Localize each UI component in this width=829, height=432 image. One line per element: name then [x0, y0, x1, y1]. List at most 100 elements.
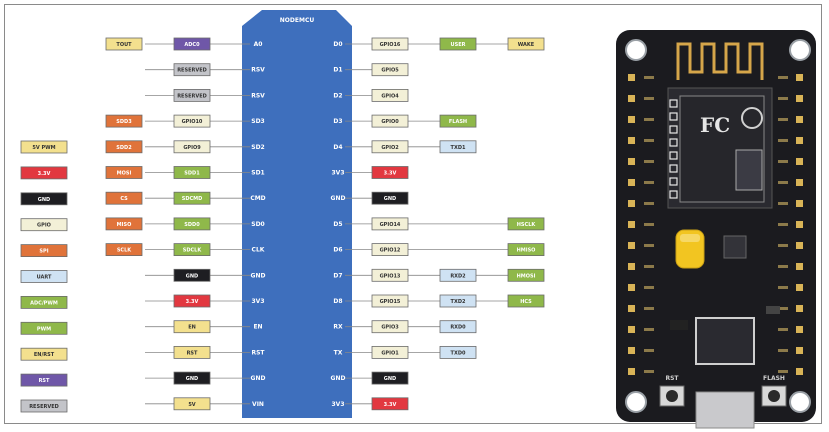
left-pin-tag: GPIO9	[174, 141, 210, 153]
right-pin-tag: RXD2	[440, 269, 476, 281]
header-pin	[796, 326, 803, 333]
pin-label-trace	[644, 202, 654, 205]
header-pin	[628, 158, 635, 165]
left-pin-name: CLK	[252, 247, 265, 254]
right-pin-tag: GPIO2	[372, 141, 408, 153]
right-pin-tag-label: 3.3V	[384, 402, 397, 408]
right-pin-tag-label: RXD2	[450, 273, 466, 279]
header-pin	[796, 116, 803, 123]
left-pin-tag: MISO	[106, 218, 142, 230]
header-pin	[796, 137, 803, 144]
right-pin-tag-label: GPIO1	[381, 350, 399, 356]
flash-button-label: FLASH	[763, 375, 785, 382]
header-pin	[628, 137, 635, 144]
right-pin-tag-label: GPIO5	[381, 68, 399, 74]
left-pin-tag: SCLK	[106, 244, 142, 256]
left-pin-tag: GND	[174, 269, 210, 281]
legend-swatch: GPIO	[21, 219, 67, 231]
right-pin-tag: HCS	[508, 295, 544, 307]
right-pin-tag: HSCLK	[508, 218, 544, 230]
header-pin	[628, 242, 635, 249]
right-pin-name: RX	[333, 324, 343, 331]
left-pin-tag: CS	[106, 192, 142, 204]
left-pin-tag-label: 3.3V	[186, 299, 199, 305]
usb-serial-chip	[696, 318, 754, 364]
legend-swatch: PWM	[21, 322, 67, 334]
right-pin-tag-label: GND	[384, 376, 396, 382]
left-pin-name: CMD	[250, 195, 265, 202]
legend-swatch: GND	[21, 193, 67, 205]
right-pin-tag: GPIO3	[372, 321, 408, 333]
left-pin-name: 3V3	[252, 298, 265, 305]
nodemcu-board-photo: FC RST FLASH	[616, 30, 816, 428]
right-pin-tag: USER	[440, 38, 476, 50]
legend-swatch-label: GND	[38, 197, 50, 203]
left-pin-name: GND	[251, 272, 266, 279]
right-pin-tag-label: TXD2	[451, 299, 466, 305]
left-pin-tag-label: MISO	[117, 222, 132, 228]
right-pin-tag-label: GPIO15	[380, 299, 401, 305]
pin-label-trace	[644, 370, 654, 373]
left-pin-tag: SDD0	[174, 218, 210, 230]
legend-swatch: SPI	[21, 245, 67, 257]
header-pin	[796, 74, 803, 81]
right-pin-tag-label: FLASH	[449, 119, 467, 125]
right-pin-tag-label: USER	[451, 42, 466, 48]
left-pin-tag: SDCLK	[174, 244, 210, 256]
header-pin	[796, 263, 803, 270]
left-pin-tag: TOUT	[106, 38, 142, 50]
header-pin	[628, 95, 635, 102]
pin-label-trace	[778, 223, 788, 226]
left-pin-tag-label: SDCLK	[183, 248, 203, 254]
left-pin-tag: SDD1	[174, 167, 210, 179]
legend-swatch: EN/RST	[21, 348, 67, 360]
right-pin-tag: GPIO4	[372, 89, 408, 101]
left-pin-name: SD1	[251, 170, 264, 177]
left-pin-tag: SDD3	[106, 115, 142, 127]
left-pin-tag-label: 5V	[188, 402, 195, 408]
pin-label-trace	[778, 202, 788, 205]
right-pin-tag: GND	[372, 192, 408, 204]
left-pin-tag-label: GND	[186, 273, 198, 279]
pin-label-trace	[778, 139, 788, 142]
right-pin-name: TX	[334, 349, 343, 356]
left-pin-tag-label: SDD1	[184, 171, 200, 177]
left-pin-name: EN	[253, 324, 262, 331]
right-pin-rows: D0GPIO16USERWAKED1GPIO5D2GPIO4D3GPIO0FLA…	[331, 38, 544, 410]
pin-label-trace	[644, 181, 654, 184]
left-pin-tag: RESERVED	[174, 64, 210, 76]
pin-label-trace	[778, 265, 788, 268]
left-pin-rows: A0TOUTADC0RSVRESERVEDRSVRESERVEDSD3SDD3G…	[106, 38, 266, 410]
header-pin	[796, 179, 803, 186]
left-pin-tag-label: GPIO9	[183, 145, 201, 151]
header-pin	[628, 200, 635, 207]
left-pin-name: RSV	[251, 92, 265, 99]
header-pin	[796, 368, 803, 375]
right-pin-tag: GPIO5	[372, 64, 408, 76]
legend-swatch: ADC/PWM	[21, 296, 67, 308]
right-pin-tag-label: HSCLK	[517, 222, 537, 228]
right-pin-tag: 3.3V	[372, 167, 408, 179]
right-pin-tag: 3.3V	[372, 398, 408, 410]
pin-label-trace	[644, 328, 654, 331]
mounting-hole	[626, 40, 646, 60]
mounting-hole	[790, 40, 810, 60]
left-pin-tag-label: RESERVED	[177, 68, 207, 74]
right-pin-tag-label: GPIO2	[381, 145, 399, 151]
right-pin-tag: HMISO	[508, 244, 544, 256]
small-component	[670, 320, 688, 330]
right-pin-tag-label: HCS	[520, 299, 532, 305]
left-pin-tag-label: SDD2	[116, 145, 132, 151]
esp-chip	[736, 150, 762, 190]
header-pin	[628, 368, 635, 375]
right-pin-tag: GPIO15	[372, 295, 408, 307]
header-pin	[628, 74, 635, 81]
left-pin-tag: EN	[174, 321, 210, 333]
legend-swatch: UART	[21, 271, 67, 283]
pin-label-trace	[644, 76, 654, 79]
fcc-logo: FC	[700, 113, 730, 137]
right-pin-name: 3V3	[332, 401, 345, 408]
pin-label-trace	[644, 160, 654, 163]
legend-swatch-label: UART	[37, 275, 52, 281]
pin-label-trace	[778, 244, 788, 247]
